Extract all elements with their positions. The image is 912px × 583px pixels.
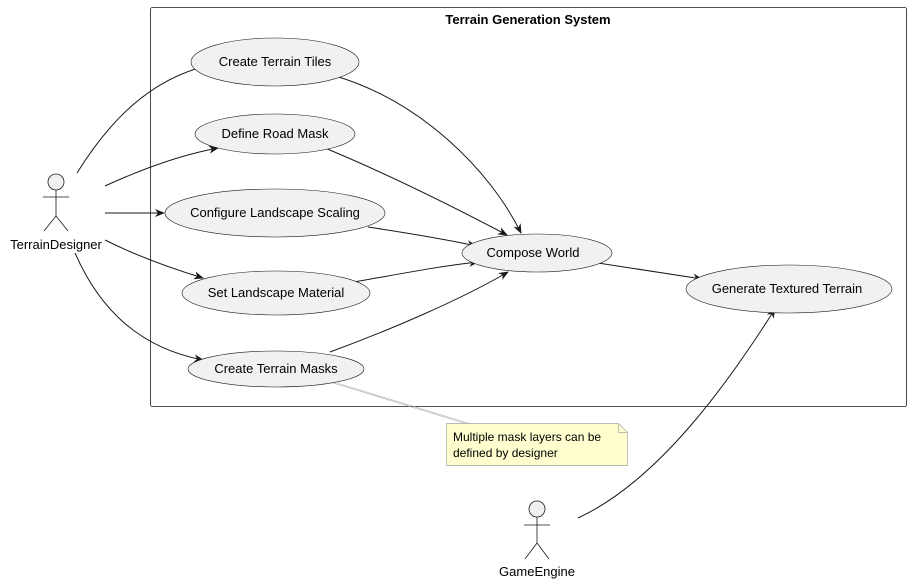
- use-case-set-landscape-material[interactable]: Set Landscape Material: [181, 270, 371, 316]
- actor-icon: [43, 173, 69, 232]
- use-case-generate-textured-terrain[interactable]: Generate Textured Terrain: [685, 264, 893, 314]
- edge-designer-create-tiles: [76, 64, 207, 174]
- edge-engine-textured-terrain: [577, 308, 776, 519]
- use-case-label: Set Landscape Material: [208, 285, 345, 300]
- system-title: Terrain Generation System: [445, 12, 610, 27]
- use-case-compose-world[interactable]: Compose World: [461, 233, 613, 273]
- note-text-line-2: defined by designer: [453, 446, 558, 460]
- connectors: [74, 64, 776, 519]
- edge-landscape-material-compose-world: [353, 258, 479, 283]
- edge-landscape-scaling-compose-world: [367, 226, 477, 248]
- edge-create-tiles-compose-world: [331, 74, 522, 234]
- note-connector: [332, 382, 472, 425]
- use-case-label: Create Terrain Tiles: [219, 54, 332, 69]
- use-case-label: Generate Textured Terrain: [712, 281, 863, 296]
- actor-label: GameEngine: [499, 564, 575, 579]
- system-boundary: Terrain Generation System: [150, 7, 907, 407]
- use-case-label: Compose World: [487, 245, 580, 260]
- use-case-label: Define Road Mask: [222, 126, 329, 141]
- actor-terrain-designer[interactable]: TerrainDesigner: [10, 173, 103, 252]
- actor-icon: [524, 500, 550, 560]
- use-case-create-terrain-tiles[interactable]: Create Terrain Tiles: [190, 37, 360, 87]
- note-text-line-1: Multiple mask layers can be: [453, 430, 601, 444]
- edge-compose-world-textured-terrain: [597, 262, 703, 282]
- use-case-label: Configure Landscape Scaling: [190, 205, 360, 220]
- use-case-create-terrain-masks[interactable]: Create Terrain Masks: [187, 350, 365, 388]
- edge-designer-terrain-masks: [74, 252, 204, 363]
- edge-road-mask-compose-world: [324, 147, 508, 236]
- note: Multiple mask layers can be defined by d…: [446, 423, 628, 466]
- use-case-define-road-mask[interactable]: Define Road Mask: [194, 113, 356, 155]
- edge-designer-landscape-material: [104, 239, 204, 280]
- edge-designer-road-mask: [104, 145, 219, 187]
- use-case-label: Create Terrain Masks: [214, 361, 338, 376]
- actor-game-engine[interactable]: GameEngine: [499, 500, 575, 579]
- edge-terrain-masks-compose-world: [329, 271, 509, 353]
- use-case-configure-landscape-scaling[interactable]: Configure Landscape Scaling: [164, 188, 386, 238]
- actor-label: TerrainDesigner: [10, 237, 102, 252]
